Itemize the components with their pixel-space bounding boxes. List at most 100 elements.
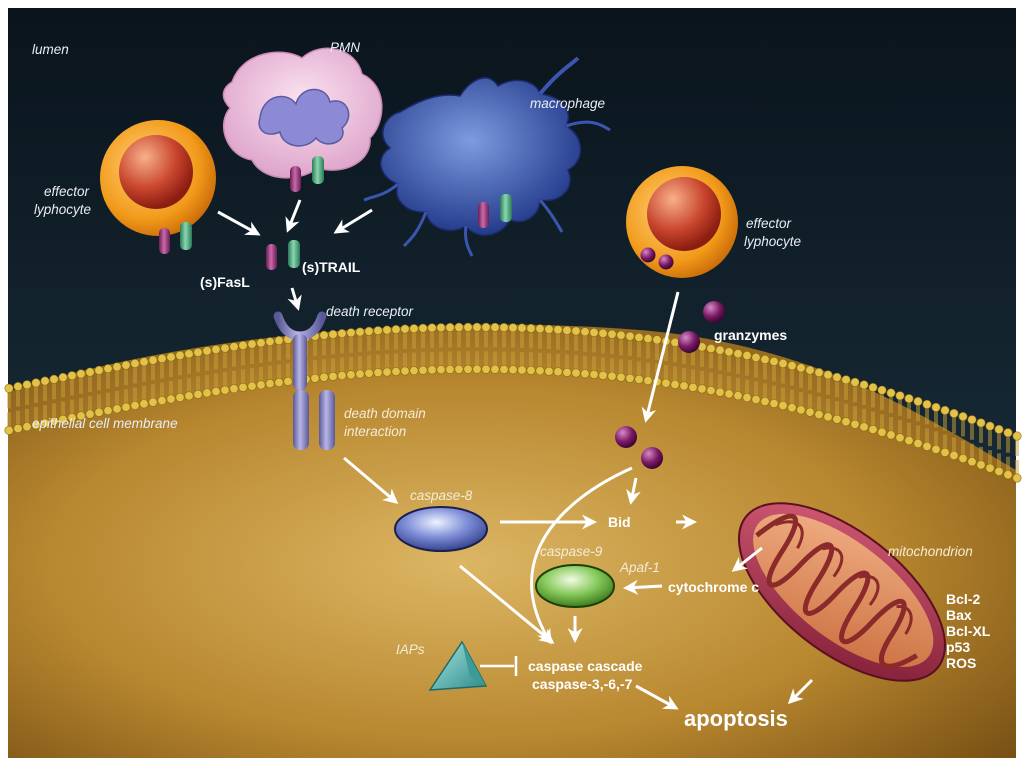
lipid-tail bbox=[250, 348, 254, 365]
lipid-head bbox=[184, 349, 194, 359]
lipid-head bbox=[112, 362, 122, 372]
lipid-head bbox=[193, 347, 203, 357]
lipid-head bbox=[400, 366, 410, 376]
lipid-tail bbox=[538, 352, 542, 367]
lipid-tail bbox=[853, 386, 857, 403]
lipid-tail bbox=[151, 384, 155, 399]
lipid-tail bbox=[16, 390, 20, 407]
lipid-head bbox=[553, 367, 563, 377]
lipid-tail bbox=[79, 397, 83, 412]
lipid-tail bbox=[196, 356, 200, 373]
lipid-head bbox=[490, 364, 500, 374]
lipid-tail bbox=[538, 332, 542, 349]
lipid-head bbox=[202, 388, 212, 398]
lipid-tail bbox=[916, 405, 920, 422]
lipid-head bbox=[580, 369, 590, 379]
mito-factor: Bcl-2 bbox=[946, 591, 980, 607]
lipid-tail bbox=[223, 372, 227, 387]
lipid-tail bbox=[277, 344, 281, 361]
lipid-tail bbox=[727, 375, 731, 390]
lipid-tail bbox=[529, 352, 533, 367]
lipid-tail bbox=[826, 398, 830, 413]
lipid-tail bbox=[439, 331, 443, 348]
lipid-tail bbox=[97, 374, 101, 391]
label-granzymes: granzymes bbox=[714, 327, 787, 343]
lipid-head bbox=[940, 447, 950, 457]
lipid-head bbox=[805, 365, 815, 375]
lipid-tail bbox=[943, 434, 947, 449]
lipid-tail bbox=[367, 335, 371, 352]
lipid-tail bbox=[16, 410, 20, 425]
lipid-head bbox=[121, 402, 131, 412]
label-pmn: PMN bbox=[330, 40, 360, 55]
lipid-head bbox=[337, 371, 347, 381]
lipid-tail bbox=[673, 346, 677, 363]
lipid-tail bbox=[214, 373, 218, 388]
lipid-tail bbox=[979, 446, 983, 461]
lipid-head bbox=[274, 377, 284, 387]
lipid-tail bbox=[835, 401, 839, 416]
granzyme bbox=[703, 301, 725, 323]
lipid-head bbox=[994, 466, 1004, 476]
lipid-tail bbox=[970, 423, 974, 440]
lipid-head bbox=[913, 438, 923, 448]
lipid-head bbox=[715, 345, 725, 355]
lipid-tail bbox=[205, 374, 209, 389]
lipid-head bbox=[733, 391, 743, 401]
label-apoptosis: apoptosis bbox=[684, 706, 788, 731]
lipid-tail bbox=[889, 416, 893, 431]
lipid-tail bbox=[511, 331, 515, 348]
lipid-tail bbox=[619, 359, 623, 374]
lipid-tail bbox=[268, 365, 272, 380]
lipid-head bbox=[463, 322, 473, 332]
lipid-tail bbox=[70, 379, 74, 396]
lipid-head bbox=[283, 376, 293, 386]
lipid-head bbox=[886, 430, 896, 440]
lipid-tail bbox=[547, 333, 551, 350]
lipid-head bbox=[535, 366, 545, 376]
lipid-head bbox=[670, 337, 680, 347]
lipid-head bbox=[796, 405, 806, 415]
lipid-tail bbox=[223, 352, 227, 369]
lipid-head bbox=[472, 364, 482, 374]
lipid-tail bbox=[988, 430, 992, 447]
lipid-head bbox=[553, 325, 563, 335]
lipid-tail bbox=[502, 331, 506, 348]
lipid-head bbox=[688, 382, 698, 392]
lipid-head bbox=[895, 433, 905, 443]
lipid-tail bbox=[205, 354, 209, 371]
lipid-head bbox=[625, 331, 635, 341]
lipid-head bbox=[418, 365, 428, 375]
lipid-head bbox=[508, 365, 518, 375]
lipid-tail bbox=[115, 390, 119, 405]
lipid-head bbox=[319, 372, 329, 382]
lipid-head bbox=[139, 399, 149, 409]
lipid-head bbox=[778, 401, 788, 411]
lipid-head bbox=[4, 425, 14, 435]
lipid-head bbox=[616, 372, 626, 382]
lipid-head bbox=[526, 323, 536, 333]
arrow-lymph-to-ligand bbox=[217, 210, 261, 236]
lipid-tail bbox=[160, 382, 164, 397]
lipid-head bbox=[571, 368, 581, 378]
lipid-head bbox=[58, 414, 68, 424]
lipid-tail bbox=[583, 335, 587, 352]
lipid-tail bbox=[439, 351, 443, 366]
lipid-tail bbox=[286, 363, 290, 378]
lipid-tail bbox=[511, 351, 515, 366]
mito-factor: Bcl-XL bbox=[946, 623, 991, 639]
lipid-tail bbox=[214, 353, 218, 370]
lipid-head bbox=[850, 419, 860, 429]
lipid-head bbox=[796, 363, 806, 373]
lipid-tail bbox=[430, 331, 434, 348]
lipid-head bbox=[346, 370, 356, 380]
lipid-head bbox=[832, 372, 842, 382]
lipid-tail bbox=[691, 369, 695, 384]
lipid-head bbox=[778, 359, 788, 369]
label-trail: (s)TRAIL bbox=[302, 259, 361, 275]
lipid-tail bbox=[817, 396, 821, 411]
lipid-head bbox=[904, 394, 914, 404]
lipid-head bbox=[1012, 431, 1022, 441]
lipid-tail bbox=[997, 453, 1001, 468]
